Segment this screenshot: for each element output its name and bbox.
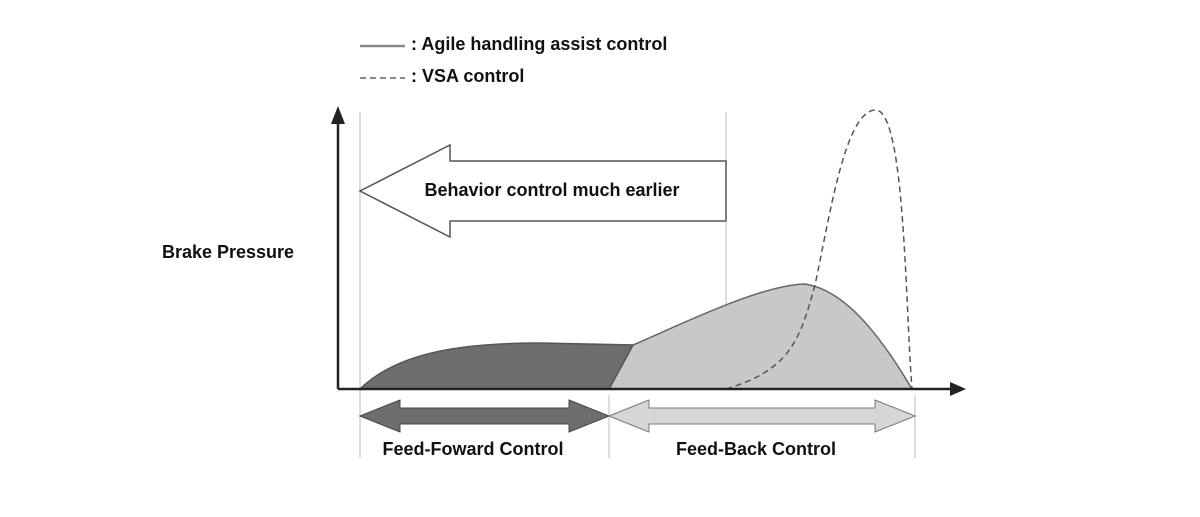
feed-back-area	[607, 283, 914, 390]
behavior-arrow: Behavior control much earlier	[358, 143, 727, 239]
feed-back-double-arrow	[607, 399, 917, 433]
y-axis-label: Brake Pressure	[162, 242, 294, 262]
feed-forward-label: Feed-Foward Control	[383, 439, 564, 459]
x-axis-arrowhead	[950, 382, 966, 396]
feed-forward-double-arrow	[358, 399, 611, 433]
y-axis-arrowhead	[331, 106, 345, 124]
feed-forward-area	[358, 342, 635, 390]
legend-agile-handling-label: : Agile handling assist control	[411, 34, 667, 54]
behavior-arrow-label: Behavior control much earlier	[424, 180, 679, 200]
axes	[331, 106, 966, 396]
legend: : Agile handling assist control : VSA co…	[360, 34, 667, 86]
behavior-arrow-shape	[358, 143, 727, 239]
legend-vsa-label: : VSA control	[411, 66, 524, 86]
vsa-dashed-curve	[725, 109, 913, 390]
feed-back-label: Feed-Back Control	[676, 439, 836, 459]
